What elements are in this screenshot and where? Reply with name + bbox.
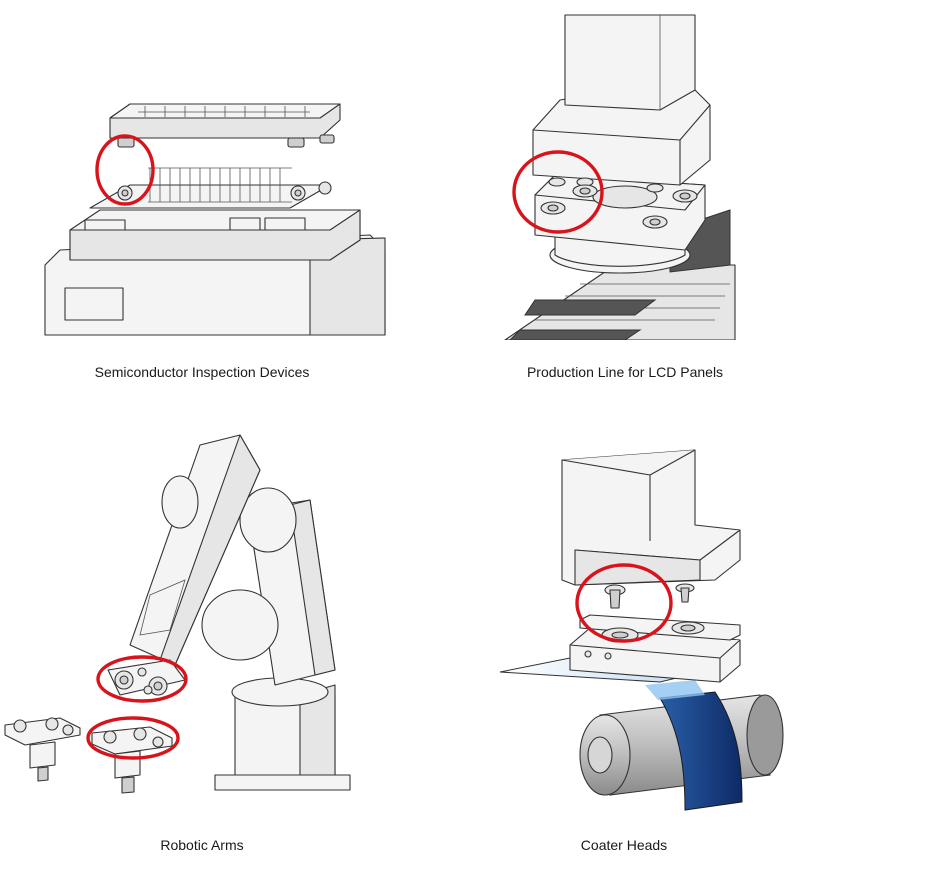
caption-semiconductor: Semiconductor Inspection Devices [94,364,310,380]
coater-head-illustration [490,430,790,820]
highlight-circle [86,716,180,760]
caption-lcd: Production Line for LCD Panels [526,364,724,380]
lcd-line-illustration [495,10,745,340]
semiconductor-illustration [30,90,400,340]
mount-screws [604,583,695,609]
robotic-arm-illustration [0,430,360,810]
fin-array [148,167,292,203]
caption-robotic: Robotic Arms [160,837,244,853]
spare-gripper-2 [91,726,173,794]
cabinet-panel [64,287,124,321]
caption-coater: Coater Heads [580,837,668,853]
end-effector [107,659,186,696]
spare-gripper-1 [4,717,81,782]
highlight-circle [575,563,673,643]
mount-screws [540,177,698,229]
coated-film [659,691,743,811]
highlight-circle [96,655,188,703]
highlight-circle [95,134,155,206]
highlight-circle [512,150,604,234]
